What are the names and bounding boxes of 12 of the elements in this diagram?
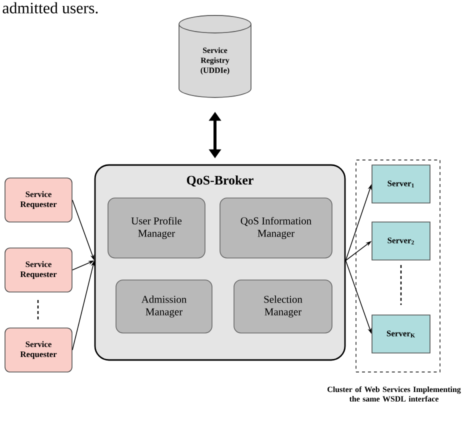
manager-box: Admission Manager (116, 280, 212, 334)
manager-box: User Profile Manager (108, 198, 206, 258)
requester-box: Service Requester (4, 248, 72, 292)
requester-box: Service Requester (4, 328, 72, 372)
body-text: admitted users. (2, 2, 98, 14)
manager-box: Selection Manager (234, 280, 332, 334)
server-box: Server$_{2}$ (372, 222, 430, 260)
requester-box: Service Requester (4, 178, 72, 222)
manager-box: QoS Information Manager (220, 198, 332, 258)
cluster-box (356, 160, 440, 372)
server-box: Server$_{K}$ (372, 314, 430, 354)
server-box: Server$_{1}$ (372, 164, 430, 204)
